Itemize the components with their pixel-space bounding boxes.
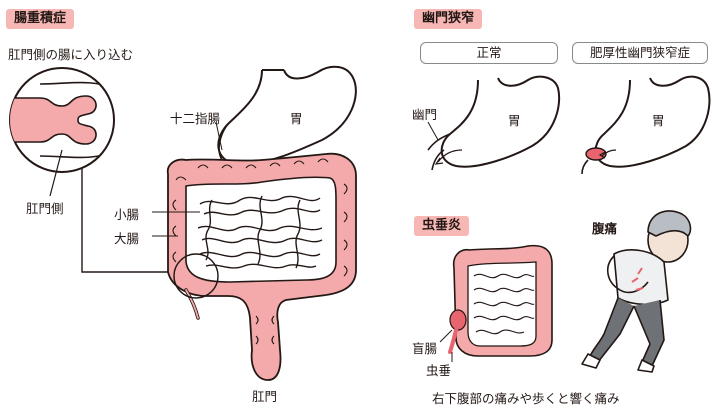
normal-stomach-label: 胃 (508, 110, 521, 129)
duodenum-label: 十二指腸 (170, 108, 220, 127)
stenosis-stomach-label: 胃 (652, 110, 665, 129)
pylorus-label: 幽門 (412, 104, 437, 123)
cecum-label: 盲腸 (412, 338, 437, 357)
small-intestine-label: 小腸 (114, 204, 139, 223)
colon-shape (168, 154, 356, 380)
large-intestine-label: 大腸 (114, 228, 139, 247)
pyloric-stenosis-badge: 幽門狭窄 (414, 9, 482, 29)
abdominal-pain-label: 腹痛 (592, 218, 617, 237)
anus-label: 肛門 (252, 386, 277, 405)
tab-stenosis: 肥厚性幽門狭窄症 (572, 42, 708, 64)
intussusception-badge: 腸重積症 (6, 9, 74, 29)
stomach-shape (218, 67, 356, 165)
appendix-label: 虫垂 (426, 360, 451, 379)
tab-normal: 正常 (420, 42, 558, 64)
appendicitis-caption: 右下腹部の痛みや歩くと響く痛み (432, 388, 620, 407)
stomach-label: 胃 (290, 108, 303, 127)
stenosis-stomach (582, 77, 709, 174)
normal-stomach (428, 77, 559, 170)
intussusception-description: 肛門側の腸に入り込む (8, 44, 133, 63)
appendicitis-colon (440, 246, 552, 362)
anal-side-label: 肛門側 (26, 198, 64, 217)
appendicitis-badge: 虫垂炎 (414, 216, 469, 236)
